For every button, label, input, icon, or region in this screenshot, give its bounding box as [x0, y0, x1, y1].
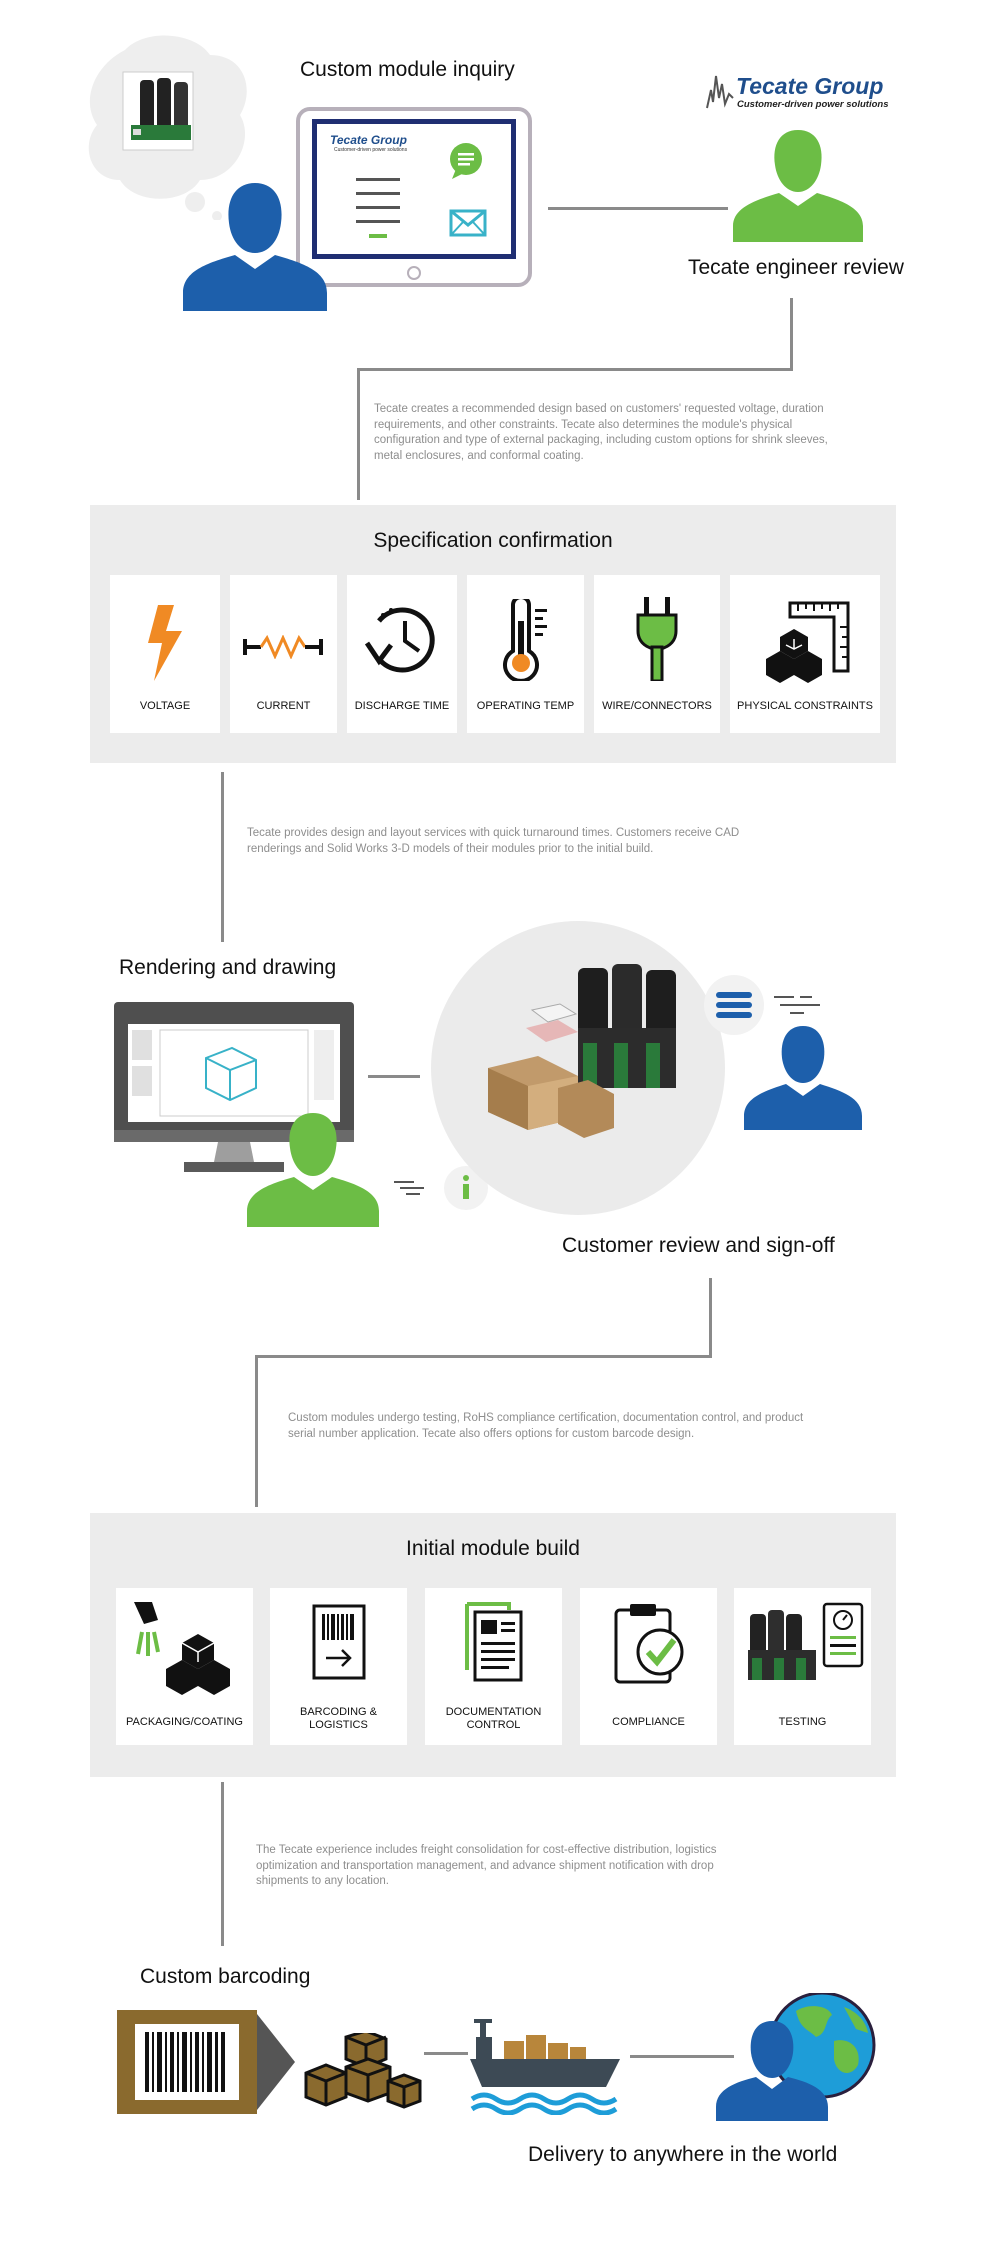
review-heading: Customer review and sign-off — [562, 1234, 835, 1257]
spec-card-current: CURRENT — [230, 575, 337, 733]
tablet-tagline: Customer-driven power solutions — [334, 147, 408, 153]
envelope-icon — [449, 209, 487, 237]
spec-card-label: WIRE/CONNECTORS — [602, 700, 712, 712]
package-icon — [488, 1003, 614, 1138]
module-render-icon — [578, 964, 676, 1088]
spec-card-temp: OPERATING TEMP — [467, 575, 584, 733]
step1-heading: Custom module inquiry — [300, 58, 515, 81]
lightning-bolt-icon — [148, 605, 182, 681]
spec-card-discharge: DISCHARGE TIME — [347, 575, 457, 733]
cargo-ship-icon — [470, 2019, 620, 2115]
tecate-logo-mark-icon — [706, 75, 734, 109]
spray-cubes-icon — [134, 1602, 230, 1695]
boxes-icon — [304, 2033, 422, 2109]
module-test-icon — [748, 1602, 864, 1680]
globe-person-icon — [716, 1993, 876, 2121]
build-card-barcoding: BARCODING & LOGISTICS — [270, 1588, 407, 1745]
connector-tablet-engineer — [548, 207, 728, 210]
build-card-documentation: DOCUMENTATION CONTROL — [425, 1588, 562, 1745]
build-card-testing: TESTING — [734, 1588, 871, 1745]
step5-heading: Custom barcoding — [140, 1965, 311, 1988]
connector-boxes-ship — [424, 2052, 468, 2055]
build-card-packaging: PACKAGING/COATING — [116, 1588, 253, 1745]
barcode-doc-icon — [312, 1604, 366, 1680]
delivery-heading: Delivery to anywhere in the world — [528, 2143, 838, 2166]
step5-text: The Tecate experience includes freight c… — [256, 1844, 717, 1887]
connector-engineer-down — [790, 298, 793, 370]
spec-card-label: OPERATING TEMP — [476, 700, 575, 712]
connector-spec-down — [221, 772, 224, 942]
spec-panel-title: Specification confirmation — [373, 529, 613, 552]
spec-card-label: CURRENT — [256, 700, 311, 712]
info-icon — [394, 1166, 488, 1210]
connector-engineer-left — [357, 368, 793, 371]
step4-text: Custom modules undergo testing, RoHS com… — [288, 1412, 804, 1440]
step2-heading: Tecate engineer review — [688, 256, 904, 279]
thought-bubble-icon — [88, 35, 247, 220]
document-icon — [465, 1602, 523, 1682]
plug-icon — [636, 597, 678, 681]
barcode-label-icon — [117, 2010, 295, 2114]
build-panel-title: Initial module build — [406, 1537, 580, 1560]
tablet-logo: Tecate Group — [330, 133, 407, 147]
clipboard-check-icon — [614, 1604, 684, 1684]
connector-review-left — [255, 1355, 712, 1358]
connector-to-build — [255, 1355, 258, 1507]
step3-heading: Rendering and drawing — [119, 956, 337, 979]
spec-card-label: VOLTAGE — [139, 700, 191, 712]
build-card-label: TESTING — [778, 1716, 827, 1728]
customer-blue-icon — [744, 1026, 862, 1130]
build-panel: Initial module build PACKAGING/COATING B… — [90, 1513, 896, 1777]
module-image-icon — [122, 71, 194, 151]
user-blue-icon — [183, 183, 327, 311]
recipient-blue-icon — [716, 2021, 828, 2121]
clock-icon — [365, 607, 435, 673]
cubes-ruler-icon — [766, 601, 850, 683]
spec-card-label: PHYSICAL CONSTRAINTS — [737, 700, 873, 712]
review-circle-icon — [431, 921, 725, 1215]
spec-card-wire: WIRE/CONNECTORS — [594, 575, 720, 733]
build-card-compliance: COMPLIANCE — [580, 1588, 717, 1745]
build-card-label: COMPLIANCE — [612, 1716, 685, 1728]
typing-lines-icon — [774, 996, 820, 1014]
spec-card-voltage: VOLTAGE — [110, 575, 220, 733]
build-card-label: DOCUMENTATION CONTROL — [445, 1706, 542, 1731]
connector-ship-globe — [630, 2055, 734, 2058]
step3-text: Tecate provides design and layout servic… — [247, 827, 740, 855]
connector-monitor-circle — [368, 1075, 420, 1078]
thermometer-icon — [503, 599, 547, 681]
spec-panel: Specification confirmation VOLTAGE CURRE… — [90, 505, 896, 763]
message-bubble-icon — [704, 975, 764, 1035]
spec-card-physical: PHYSICAL CONSTRAINTS — [730, 575, 880, 733]
build-card-label: PACKAGING/COATING — [126, 1716, 243, 1728]
connector-build-down — [221, 1782, 224, 1946]
build-card-label: BARCODING & LOGISTICS — [299, 1706, 377, 1731]
engineer-green-icon — [733, 130, 863, 242]
brand-logo: Tecate Group — [736, 73, 884, 99]
connector-to-spec — [357, 368, 360, 500]
user-green-icon — [247, 1113, 379, 1227]
spec-card-label: DISCHARGE TIME — [354, 700, 450, 712]
chat-bubble-icon — [450, 143, 482, 179]
connector-review-down — [709, 1278, 712, 1358]
step2-text: Tecate creates a recommended design base… — [374, 403, 828, 462]
brand-tagline: Customer-driven power solutions — [737, 99, 889, 110]
resistor-icon — [243, 635, 323, 659]
